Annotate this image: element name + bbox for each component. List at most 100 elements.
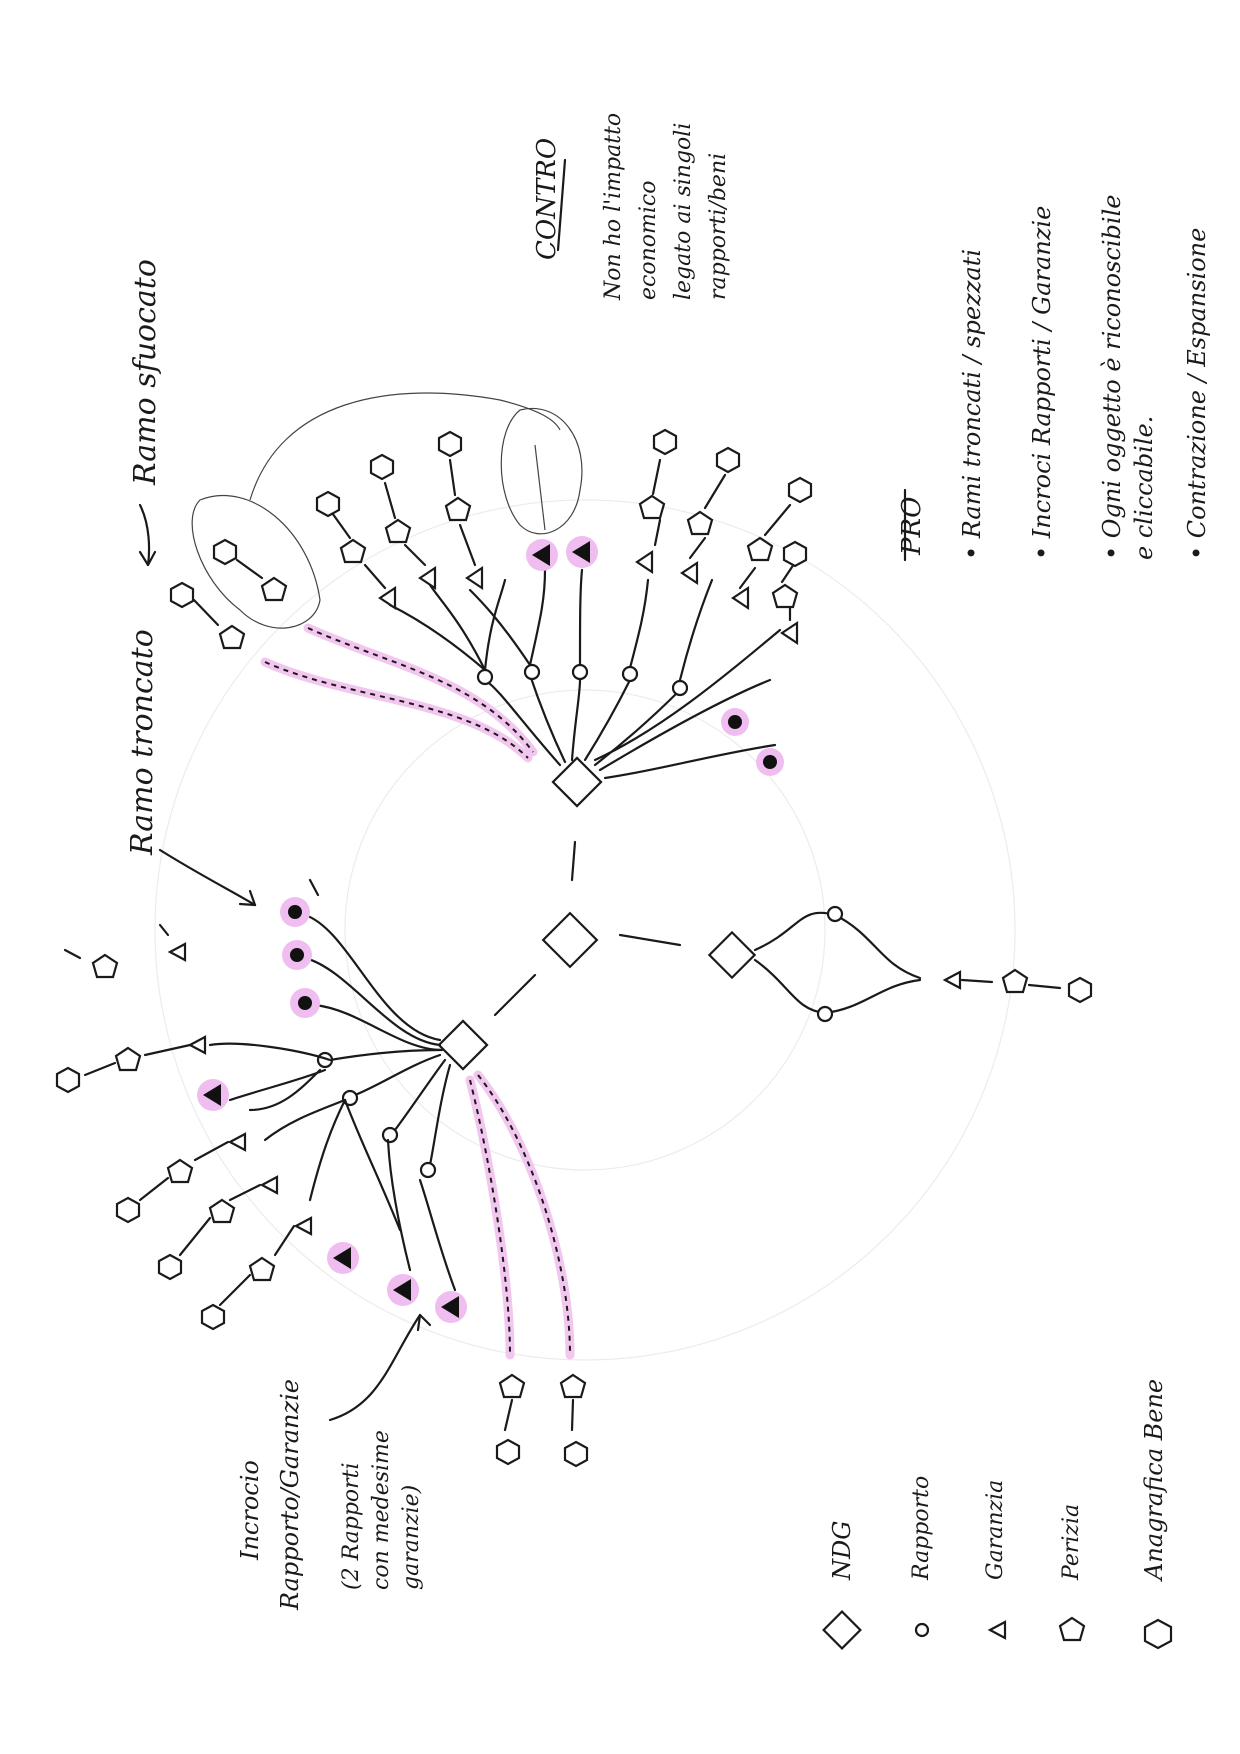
anagrafica-bene-node[interactable] [495,1438,521,1466]
label-incrocio-note-2: con medesime [369,1430,394,1590]
label-incrocio-2: Rapporto/Garanzie [276,1379,304,1611]
anagrafica-bene-node[interactable] [157,1253,183,1281]
rapporto-node[interactable] [671,679,689,697]
garanzia-node-troncata[interactable] [393,1279,411,1301]
anagrafica-bene-node[interactable] [787,476,813,504]
perizia-node[interactable] [1001,968,1029,994]
perizia-node[interactable] [746,536,774,562]
anagrafica-bene-node[interactable] [315,490,341,518]
anagrafica-bene-node[interactable] [55,1066,81,1094]
anagrafica-bene-node[interactable] [369,453,395,481]
ndg-node-top[interactable] [551,756,603,808]
pro-item-2: • Incroci Rapporti / Garanzie [1028,206,1056,560]
garanzia-node[interactable] [418,565,437,591]
rapporto-node[interactable] [419,1161,437,1179]
contro-line-2: economico [636,181,661,300]
pro-item-3: • Ogni oggetto è riconoscibile [1098,195,1126,560]
contro-underline [556,158,567,252]
perizia-node[interactable] [218,624,246,650]
garanzia-node[interactable] [259,1175,279,1195]
anagrafica-bene-node[interactable] [169,581,195,609]
perizia-node[interactable] [339,538,367,564]
garanzia-node[interactable] [187,1035,207,1055]
garanzia-node[interactable] [378,585,397,611]
anagrafica-bene-node[interactable] [563,1440,589,1468]
label-incrocio-1: Incrocio [236,1460,264,1561]
perizia-node[interactable] [444,496,472,522]
contro-line-4: rapporti/beni [706,153,731,300]
garanzia-node[interactable] [942,970,962,990]
label-ramo-sfuocato: Ramo sfuocato [128,259,163,486]
perizia-node[interactable] [114,1046,142,1072]
triangle-icon [987,1620,1007,1640]
perizia-node[interactable] [498,1373,526,1399]
rapporto-node-troncato[interactable] [290,948,304,962]
label-ramo-troncato: Ramo troncato [125,629,160,856]
perizia-node[interactable] [771,583,799,609]
perizia-node[interactable] [248,1256,276,1282]
garanzia-node-troncata[interactable] [203,1084,221,1106]
perizia-node[interactable] [91,953,119,979]
garanzia-node[interactable] [635,549,654,575]
rapporto-node[interactable] [476,668,494,686]
garanzia-node[interactable] [465,565,484,591]
garanzia-node[interactable] [167,942,187,962]
perizia-node[interactable] [638,494,666,520]
guide-circle-inner [344,689,826,1171]
label-incrocio-note-3: garanzie) [399,1485,424,1590]
ndg-node-left[interactable] [437,1019,489,1071]
anagrafica-bene-node[interactable] [115,1196,141,1224]
anagrafica-bene-node[interactable] [652,428,678,456]
anagrafica-bene-node[interactable] [715,446,741,474]
garanzia-node[interactable] [293,1216,313,1236]
perizia-node[interactable] [559,1373,587,1399]
garanzia-node-troncata[interactable] [572,541,590,563]
garanzia-node-troncata[interactable] [333,1247,351,1269]
garanzia-node[interactable] [780,620,799,646]
guide-circle-outer [154,499,1016,1361]
perizia-node[interactable] [208,1198,236,1224]
pentagon-icon [1058,1616,1086,1642]
ndg-node-root[interactable] [541,911,599,969]
rapporto-node-troncato[interactable] [288,905,302,919]
anagrafica-bene-node[interactable] [212,538,238,566]
contro-line-3: legato ai singoli [671,123,696,300]
rapporto-node[interactable] [826,905,844,923]
rapporto-node[interactable] [571,663,589,681]
perizia-node[interactable] [384,518,412,544]
garanzia-node-troncata[interactable] [532,544,550,566]
left-cluster [55,878,589,1468]
rapporto-node[interactable] [523,663,541,681]
pro-item-1: • Rami troncati / spezzati [958,249,986,560]
perizia-node[interactable] [260,576,288,602]
legend-label-rapporto: Rapporto [909,1476,934,1581]
garanzia-node-troncata[interactable] [441,1296,459,1318]
legend-label-perizia: Perizia [1059,1504,1084,1581]
anagrafica-bene-node[interactable] [200,1303,226,1331]
ndg-node-bottom[interactable] [707,930,757,980]
hexagon-icon [1143,1618,1173,1650]
rapporto-node[interactable] [816,1005,834,1023]
circle-icon [914,1622,930,1638]
garanzia-node[interactable] [731,585,750,611]
garanzia-node[interactable] [680,560,699,586]
perizia-node[interactable] [686,510,714,536]
ramo-troncato-arrow [158,848,257,907]
pro-item-3b: e cliccabile. [1130,416,1158,560]
garanzia-node[interactable] [227,1132,247,1152]
top-cluster [169,392,813,808]
rapporto-node-troncato[interactable] [298,996,312,1010]
rapporto-node[interactable] [621,665,639,683]
anagrafica-bene-node[interactable] [782,540,808,568]
rapporto-node-troncato[interactable] [728,715,742,729]
rapporto-node[interactable] [381,1126,399,1144]
perizia-node[interactable] [166,1158,194,1184]
incrocio-arrow [328,1313,422,1422]
anagrafica-bene-node[interactable] [1067,976,1093,1004]
legend: NDG Rapporto Garanzia Perizia Anagrafica… [822,1379,1173,1650]
anagrafica-bene-node[interactable] [437,430,463,458]
rapporto-node-troncato[interactable] [763,755,777,769]
contro-line-1: Non ho l'impatto [601,113,626,301]
diamond-icon [822,1610,862,1650]
